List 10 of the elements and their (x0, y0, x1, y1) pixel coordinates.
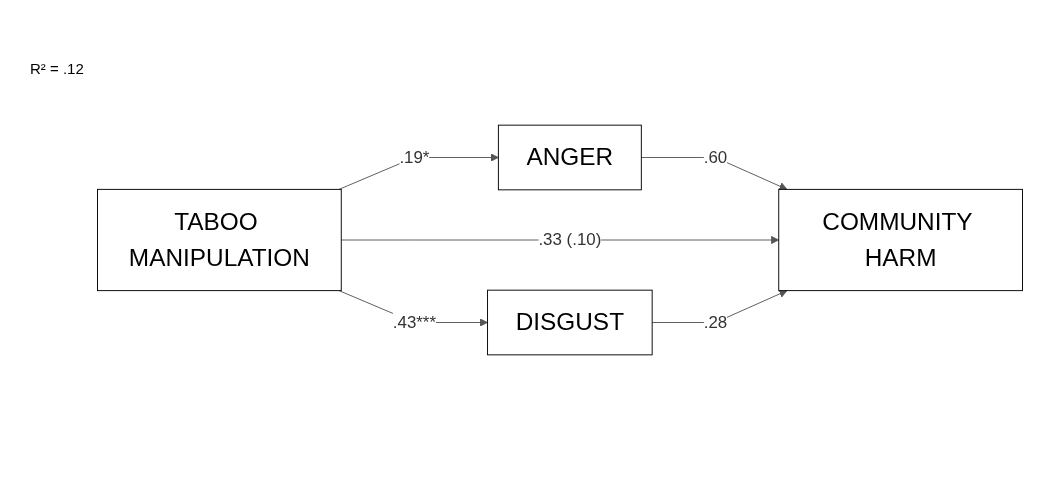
edge-label: .60 (703, 147, 728, 167)
edge-label: .19* (399, 147, 430, 167)
node-box: ANGER (497, 124, 642, 191)
node-box: DISGUST (487, 289, 653, 356)
statistic-note: R² = .12 (30, 60, 84, 77)
node-box: TABOO MANIPULATION (97, 188, 342, 292)
edge-label: .33 (.10) (538, 230, 602, 249)
node-box: COMMUNITY HARM (778, 188, 1023, 292)
edge-label: .43*** (392, 312, 436, 332)
edge-label: .28 (703, 312, 728, 332)
